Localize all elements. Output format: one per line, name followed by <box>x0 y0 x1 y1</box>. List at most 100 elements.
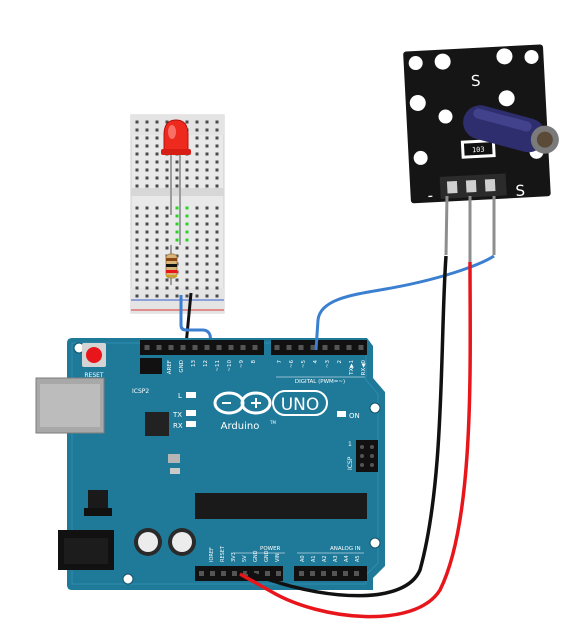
top-pin-label: AREF <box>167 360 173 374</box>
header-pin <box>156 345 162 350</box>
analog-pin-label: A0 <box>300 555 306 562</box>
breadboard-hole <box>145 262 149 266</box>
breadboard-hole <box>205 120 209 124</box>
model-label: UNO <box>281 395 320 415</box>
regulator <box>88 490 108 512</box>
breadboard-hole <box>165 168 169 172</box>
breadboard-hole <box>215 230 219 234</box>
breadboard-hole <box>145 246 149 250</box>
power-pin-label: GND <box>253 550 259 562</box>
header-pin <box>299 571 304 576</box>
atmega-chip <box>195 493 367 519</box>
svg-text:1: 1 <box>348 441 352 448</box>
breadboard-hole <box>185 270 189 274</box>
breadboard-hole <box>195 176 199 180</box>
top-pin-label: ~11 <box>215 360 221 372</box>
breadboard-hole <box>195 238 199 242</box>
breadboard-hole <box>145 144 149 148</box>
breadboard-hole <box>185 230 189 234</box>
breadboard-hole <box>165 222 169 226</box>
breadboard-hole <box>155 128 159 132</box>
red-led <box>161 119 191 245</box>
breadboard-hole <box>215 184 219 188</box>
breadboard-hole <box>155 230 159 234</box>
breadboard-hole <box>155 120 159 124</box>
breadboard-hole <box>205 184 209 188</box>
breadboard-hole <box>155 278 159 282</box>
header-pin <box>332 571 337 576</box>
breadboard-hole <box>155 262 159 266</box>
breadboard-hole <box>195 144 199 148</box>
resistor-chip-label: 103 <box>472 146 485 155</box>
breadboard-hole <box>165 230 169 234</box>
breadboard-hole <box>145 214 149 218</box>
breadboard-hole <box>135 270 139 274</box>
breadboard-hole <box>215 286 219 290</box>
brand-label: Arduino <box>221 421 260 432</box>
sensor-top-label: S <box>470 72 480 90</box>
breadboard-hole <box>145 184 149 188</box>
power-pin-label: 5V <box>242 555 248 562</box>
breadboard-hole <box>135 176 139 180</box>
breadboard-hole <box>175 278 179 282</box>
breadboard-hole <box>165 184 169 188</box>
breadboard-hole <box>135 222 139 226</box>
header-pin <box>274 345 280 350</box>
power-pin-label: RESET <box>220 545 226 562</box>
breadboard-hole <box>185 278 189 282</box>
breadboard-hole <box>145 176 149 180</box>
breadboard-hole <box>135 214 139 218</box>
breadboard-hole <box>165 176 169 180</box>
breadboard-hole <box>135 230 139 234</box>
icsp-label: ICSP <box>347 456 354 470</box>
breadboard-hole <box>155 152 159 156</box>
top-pin-label: 8 <box>251 360 257 364</box>
breadboard-hole <box>135 294 139 298</box>
breadboard-hole <box>175 222 179 226</box>
breadboard-hole <box>205 136 209 140</box>
icsp-header: 1 ICSP <box>347 440 378 472</box>
breadboard-hole <box>195 270 199 274</box>
breadboard-hole <box>175 238 179 242</box>
breadboard-hole <box>205 278 209 282</box>
led-on: ON <box>337 411 360 420</box>
breadboard-hole <box>205 152 209 156</box>
breadboard-hole <box>145 254 149 258</box>
analog-pin-label: A4 <box>344 555 350 562</box>
digital-label: DIGITAL (PWM=~) <box>295 379 345 385</box>
analog-label: ANALOG IN <box>330 546 361 552</box>
breadboard-hole <box>215 294 219 298</box>
svg-text:TX: TX <box>172 411 182 419</box>
top-pin-label: 7 <box>277 360 283 364</box>
tilt-switch-body <box>463 105 559 154</box>
breadboard-hole <box>135 262 139 266</box>
reset-button: RESET <box>82 343 106 379</box>
breadboard-hole <box>195 278 199 282</box>
usb-chip <box>145 412 169 436</box>
wire-led-blue <box>179 295 214 349</box>
header-pin <box>298 345 304 350</box>
header-pin <box>346 345 352 350</box>
breadboard-hole <box>185 222 189 226</box>
breadboard-hole <box>155 160 159 164</box>
breadboard-hole <box>155 184 159 188</box>
breadboard-hole <box>155 286 159 290</box>
breadboard-hole <box>215 120 219 124</box>
tm-mark: TM <box>269 420 276 425</box>
header-pin <box>358 345 364 350</box>
breadboard-hole <box>215 144 219 148</box>
header-pin <box>265 571 270 576</box>
header-pin <box>276 571 281 576</box>
header-top-right <box>271 340 367 355</box>
header-pin <box>354 571 359 576</box>
breadboard-hole <box>165 238 169 242</box>
breadboard-hole <box>215 206 219 210</box>
breadboard-hole <box>205 230 209 234</box>
breadboard-hole <box>215 136 219 140</box>
header-pin <box>180 345 186 350</box>
header-pin <box>228 345 234 350</box>
breadboard-hole <box>165 278 169 282</box>
header-pin <box>240 345 246 350</box>
breadboard-hole <box>175 214 179 218</box>
